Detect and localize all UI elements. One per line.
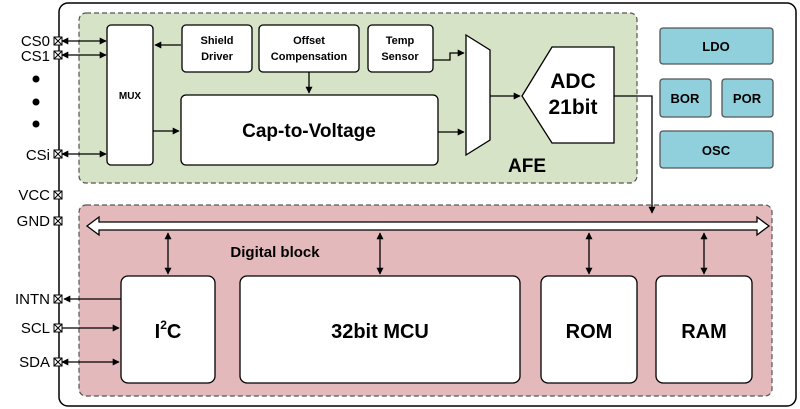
osc-block: [659, 130, 774, 169]
mcu-label: 32bit MCU: [331, 321, 429, 343]
adc-label-line2: 21bit: [548, 96, 597, 119]
mux-block: [106, 24, 154, 166]
por-block: [721, 78, 774, 118]
afe-label: AFE: [508, 156, 546, 177]
shield-driver-block: [181, 24, 253, 73]
rom-block: [540, 275, 638, 384]
pin-gnd: [53, 216, 63, 226]
pin-label-cs0: CS0: [21, 33, 50, 50]
pin-vcc: [53, 190, 63, 200]
pin-label-csi: CSi: [26, 147, 50, 164]
temp-sensor-to-afe-mux: [433, 49, 465, 61]
i2c-label-main: I: [155, 321, 161, 343]
adc-label-line1: ADC: [550, 70, 596, 93]
offset-compensation-label-line1: Offset: [293, 35, 325, 47]
pin-label-intn: INTN: [15, 291, 50, 308]
pin-csi: [53, 149, 63, 159]
mux-label: MUX: [119, 91, 142, 102]
digital-block-label: Digital block: [230, 244, 320, 261]
i2c-label-tail: C: [167, 321, 181, 343]
afe-output-mux: [465, 33, 491, 157]
i2c-block: [120, 275, 216, 384]
bor-block: [659, 78, 712, 118]
i2c-label-superscript: 2: [160, 318, 167, 332]
pin-label-gnd: GND: [17, 213, 51, 230]
por-label: POR: [733, 91, 762, 106]
rom-label: ROM: [566, 321, 613, 343]
cap-to-voltage-label: Cap-to-Voltage: [242, 121, 376, 142]
pin-sda: [53, 357, 63, 367]
temp-sensor-label-line2: Sensor: [381, 51, 419, 63]
pin-label-cs1: CS1: [21, 48, 50, 65]
adc-block: [521, 46, 615, 144]
pin-label-vcc: VCC: [18, 187, 50, 204]
shield-driver-label-line2: Driver: [201, 51, 234, 63]
mcu-block: [239, 275, 521, 384]
osc-label: OSC: [702, 143, 731, 158]
offset-compensation-block: [258, 24, 360, 73]
pin-cs1: [53, 50, 63, 60]
bor-label: BOR: [671, 91, 701, 106]
pin-label-scl: SCL: [21, 320, 50, 337]
internal-bus: [85, 215, 771, 237]
cap-to-voltage-block: [180, 94, 439, 166]
pin-cs0: [53, 36, 63, 46]
i2c-label: I2C: [155, 318, 182, 343]
pin-intn: [53, 294, 63, 304]
pin-label-sda: SDA: [19, 354, 50, 371]
adc-to-bus: [614, 95, 656, 214]
ldo-block: [659, 27, 774, 65]
ram-block: [655, 275, 753, 384]
temp-sensor-block: [367, 24, 434, 73]
pin-ellipsis: [32, 75, 40, 128]
offset-compensation-label-line2: Compensation: [271, 51, 348, 63]
ldo-label: LDO: [702, 39, 729, 54]
temp-sensor-label-line1: Temp: [386, 35, 415, 47]
pin-markers: [53, 36, 63, 367]
shield-driver-label-line1: Shield: [200, 35, 233, 47]
ram-label: RAM: [681, 321, 727, 343]
connections: [61, 37, 708, 366]
pin-scl: [53, 323, 63, 333]
